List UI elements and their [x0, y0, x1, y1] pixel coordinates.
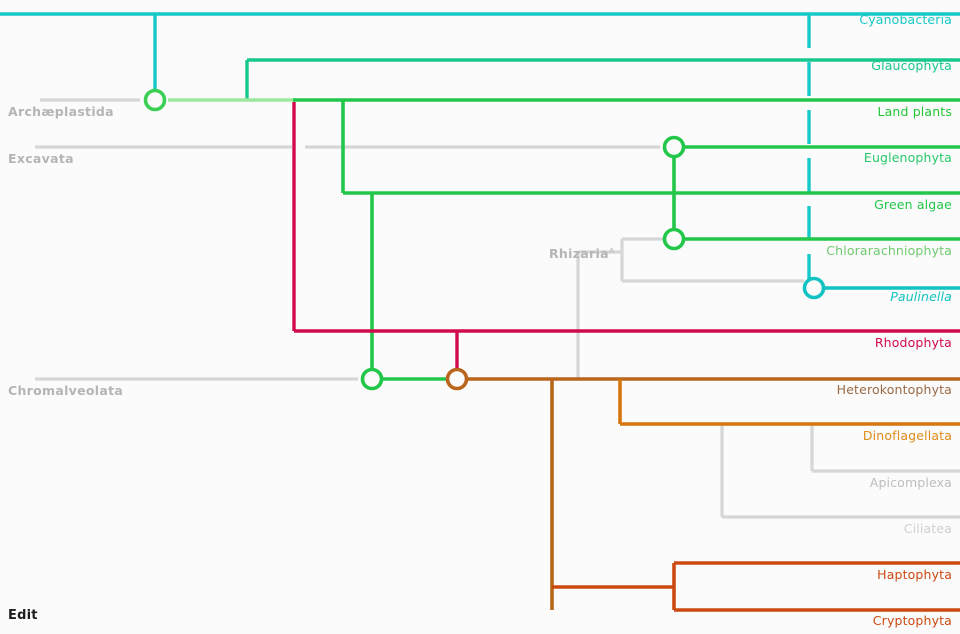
chromalveolata-branches [468, 377, 960, 610]
node-primary-endosymbiosis-archaeplastida [143, 88, 167, 112]
group-label-rhizaria-text: Rhizaria [549, 246, 609, 261]
group-label-chromalveolata: Chromalveolata [8, 383, 124, 398]
cyanobacteria-branch [0, 12, 960, 94]
tip-label-land-plants: Land plants [877, 104, 952, 119]
haptophyta-cryptophyta-clade [552, 561, 960, 612]
tip-label-ciliatea: Ciliatea [903, 521, 952, 536]
tip-label-rhodophyta: Rhodophyta [874, 335, 952, 350]
tip-label-cyanobacteria: Cyanobacteria [859, 12, 952, 27]
tip-label-paulinella: Paulinella [890, 289, 952, 304]
endosymbiosis-nodes [143, 88, 826, 391]
group-label-archaeplastida: Archæplastida [8, 104, 114, 119]
tip-label-heterokontophyta: Heterokontophyta [836, 382, 952, 397]
edit-button[interactable]: Edit [8, 608, 38, 623]
tip-label-euglenophyta: Euglenophyta [863, 150, 952, 165]
group-label-rhizaria-superscript: A [608, 246, 615, 255]
group-label-rhizaria: RhizariaA [549, 246, 615, 261]
tip-label-cryptophyta: Cryptophyta [872, 613, 952, 628]
node-green-plastid-acquisition-chromalveolata [360, 367, 384, 391]
node-secondary-endosymbiosis-chlorarachniophyta [662, 227, 686, 251]
tip-label-haptophyta: Haptophyta [877, 567, 952, 582]
dinoflagellata-branch [618, 379, 960, 426]
node-red-plastid-acquisition-chromalveolata [445, 367, 469, 391]
rhodophyta-branch [292, 102, 960, 370]
node-secondary-endosymbiosis-euglenophyta [662, 135, 686, 159]
group-label-excavata: Excavata [8, 151, 74, 166]
tip-label-glaucophyta: Glaucophyta [871, 58, 952, 73]
tip-label-chlorarachniophyta: Chlorarachniophyta [826, 243, 952, 258]
tip-label-dinoflagellata: Dinoflagellata [862, 428, 952, 443]
tip-label-apicomplexa: Apicomplexa [869, 475, 952, 490]
glaucophyta-branch [245, 58, 960, 100]
tip-label-green-algae: Green algae [874, 197, 952, 212]
green-lineage [293, 98, 960, 381]
node-primary-endosymbiosis-paulinella [802, 276, 826, 300]
grey-branches [35, 98, 960, 519]
